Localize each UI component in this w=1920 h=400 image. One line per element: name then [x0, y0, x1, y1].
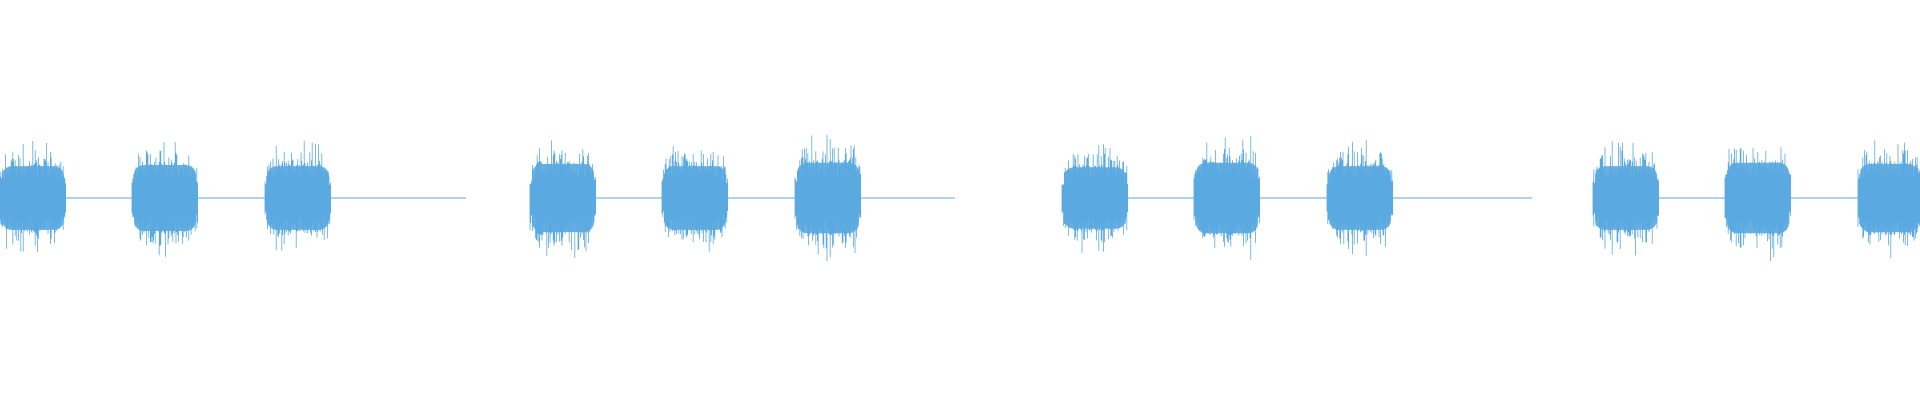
waveform-burst-core — [664, 166, 726, 230]
waveform-burst-core — [1329, 166, 1391, 230]
waveform-burst-core — [1860, 163, 1918, 233]
waveform-burst-core — [2, 166, 64, 230]
waveform-layer — [0, 134, 1920, 262]
waveform-burst-core — [532, 163, 594, 233]
waveform-burst-core — [1196, 162, 1258, 234]
waveform-burst-core — [1595, 166, 1657, 230]
waveform-burst-core — [797, 162, 859, 234]
waveform-burst-core — [134, 165, 196, 231]
waveform-burst-core — [267, 166, 329, 230]
waveform-burst-core — [1064, 167, 1126, 229]
waveform-burst-core — [1727, 162, 1789, 234]
